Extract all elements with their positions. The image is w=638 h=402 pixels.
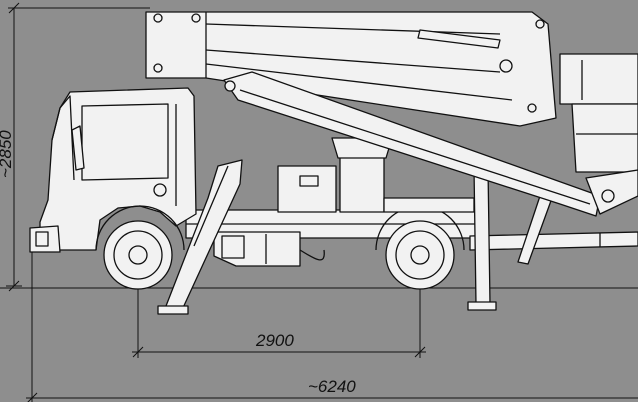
rear-hub — [410, 245, 430, 265]
hydraulic-hose — [299, 249, 325, 261]
pin-2 — [153, 63, 163, 73]
height-bottom-slash — [8, 280, 20, 292]
boom-cylinder — [417, 29, 501, 49]
front-outrigger-pad — [157, 305, 189, 315]
fuel-cap — [153, 183, 167, 197]
front-hub — [128, 245, 148, 265]
toolbox — [277, 165, 337, 213]
rear-outrigger-pad — [467, 301, 497, 311]
basket-body — [571, 103, 638, 173]
front-wheel — [95, 205, 185, 290]
pin-5 — [527, 103, 537, 113]
work-basket — [559, 53, 638, 215]
pin-3 — [191, 13, 201, 23]
wheelbase-right-tick — [414, 346, 426, 358]
pump-motor — [221, 235, 245, 259]
front-wheel-arch — [95, 205, 185, 251]
height-dimension-label: ~2850 — [0, 130, 15, 178]
basket-top — [559, 53, 638, 105]
turret-column — [339, 155, 385, 213]
rear-wheel — [375, 205, 465, 290]
length-left-tick — [27, 392, 38, 402]
truck — [29, 11, 638, 315]
front-outrigger-cylinder — [193, 165, 229, 247]
rear-strut — [517, 195, 553, 265]
length-dimension-label: ~6240 — [308, 377, 356, 396]
side-mirror — [71, 125, 85, 171]
pin-1 — [153, 13, 163, 23]
turret-base-plate — [383, 197, 475, 213]
boom-hinge — [499, 59, 513, 73]
upper-boom-inner — [205, 23, 513, 101]
fog-light — [35, 231, 49, 247]
toolbox-handle — [299, 175, 319, 187]
lower-boom — [223, 71, 601, 217]
rear-outrigger — [473, 167, 491, 305]
wheelbase-left-tick — [132, 346, 144, 358]
rear-extension-beam — [469, 231, 638, 251]
cab-windshield-frame — [51, 95, 75, 181]
lower-boom-pivot — [224, 80, 236, 92]
wheelbase-dimension-label: 2900 — [255, 331, 294, 350]
basket-pivot — [601, 189, 615, 203]
height-top-tick — [8, 2, 20, 14]
pin-4 — [535, 19, 545, 29]
cab-window — [81, 103, 169, 181]
lower-boom-stripe — [239, 89, 591, 205]
